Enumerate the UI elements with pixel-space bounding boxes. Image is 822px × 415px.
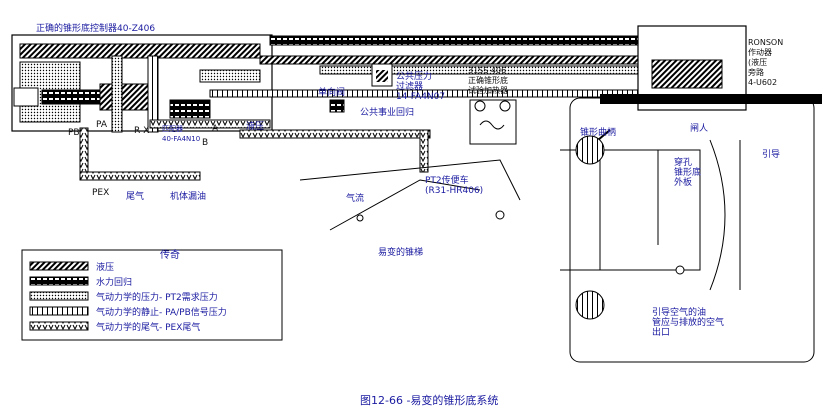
legend-item: 气动力学的尾气- PEX尾气	[96, 323, 201, 333]
actuator-label: RONSON 作动器 (液压 旁路 4-U602	[748, 38, 784, 87]
pb-label: PB	[68, 128, 80, 138]
pt2-sensor-label: PT2传便车 (R31-HR406)	[425, 176, 484, 196]
booster-box	[469, 99, 517, 145]
hydraulic-label: 液压	[246, 122, 265, 132]
booster-label: 31SS 406 正确锥形底 试验加热器	[468, 66, 508, 95]
utility-return-label: 公共事业回归	[360, 108, 415, 118]
exhaust-label: 尾气	[126, 192, 145, 202]
airflow-label: 气流	[346, 194, 365, 204]
figure-caption: 图12-66 -易变的锥形底系统	[360, 394, 499, 407]
legend-item: 气动力学的静止- PA/PB信号压力	[96, 308, 227, 318]
bleed-air-label: 引导空气的油 管应与排放的空气 出口	[652, 308, 725, 338]
pipe-hold-label: 闸人	[690, 124, 709, 134]
legend-title: 传奇	[160, 250, 180, 261]
lead-label: 引导	[762, 150, 781, 160]
supply-filter-label: 公共压力 过滤器 14-FA4N07	[396, 72, 446, 102]
valve40-label: 匹配器 40-FA4N10	[162, 125, 201, 143]
cone-linkage	[356, 129, 685, 320]
variable-cone-label: 易变的锥梯	[378, 248, 424, 258]
machine-drain-label: 机体漏油	[170, 192, 207, 202]
legend-item: 水力回归	[96, 278, 133, 288]
b-port-label: B	[202, 138, 209, 148]
check-valve-label: 单向阀	[318, 88, 346, 98]
pa-label: PA	[96, 120, 108, 130]
engine-outline	[299, 97, 815, 363]
legend-item: 气动力学的压力- PT2需求压力	[96, 293, 218, 303]
check-valve	[329, 99, 345, 113]
rx-label: R X	[134, 126, 150, 136]
actuator-box	[600, 25, 822, 111]
pierce-cone-label: 穿孔 锥形底 外板	[674, 158, 702, 188]
a-port-label: A	[212, 124, 219, 134]
controller-label: 正确的锥形底控制器40-Z406	[36, 24, 156, 34]
supply-filter	[371, 63, 393, 87]
legend-box	[21, 249, 283, 341]
pex-label: PEX	[92, 188, 110, 198]
cone-curve-label: 锥形曲柄	[580, 128, 617, 138]
controller-box	[11, 34, 273, 133]
legend-item: 液压	[96, 263, 115, 273]
